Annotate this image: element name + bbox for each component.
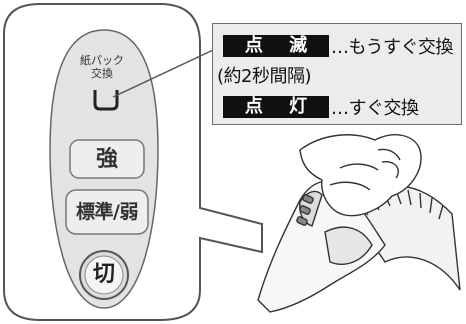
off-button-label: 切 <box>92 262 115 287</box>
lamp-icon <box>93 90 119 111</box>
indicator-callout: 点 滅 …もうすぐ交換 (約2秒間隔) 点 灯 …すぐ交換 <box>212 23 462 125</box>
paper-pack-label-line1: 紙パック <box>80 54 124 67</box>
steady-text: …すぐ交換 <box>331 98 419 119</box>
blink-row: 点 滅 …もうすぐ交換 <box>223 33 453 59</box>
paper-pack-label-line2: 交換 <box>91 67 113 80</box>
blink-text: …もうすぐ交換 <box>331 37 453 58</box>
strong-button-shape <box>69 139 145 179</box>
steady-badge: 点 灯 <box>223 96 329 118</box>
leader-line <box>112 42 229 98</box>
off-button[interactable]: 切 <box>84 255 124 295</box>
paper-pack-label: 紙パック 交換 <box>80 54 124 80</box>
blink-interval-text: (約2秒間隔) <box>217 66 312 87</box>
hand-grip-illustration <box>257 134 461 313</box>
blink-badge: 点 滅 <box>223 35 329 57</box>
standard-weak-button-label: 標準/弱 <box>76 201 138 223</box>
steady-row: 点 灯 …すぐ交換 <box>223 94 419 120</box>
strong-button-label: 強 <box>95 147 118 172</box>
strong-button[interactable]: 強 <box>70 141 144 179</box>
standard-weak-button[interactable]: 標準/弱 <box>66 190 148 234</box>
standard-weak-button-shape <box>65 189 149 235</box>
